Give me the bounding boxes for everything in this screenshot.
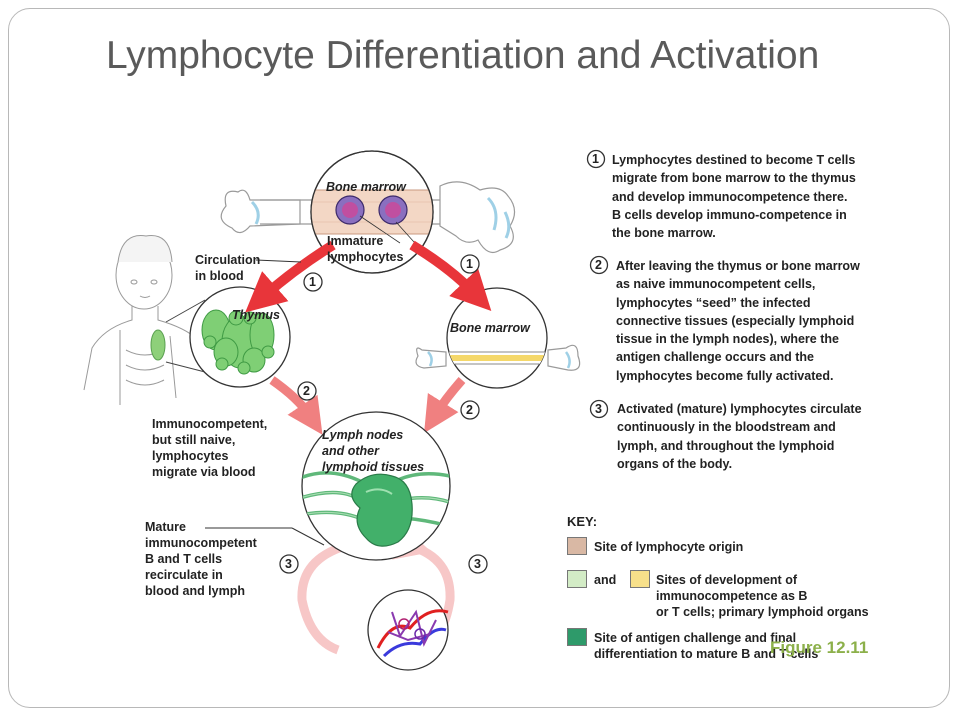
- bone-top-illustration: [220, 181, 516, 253]
- right-bone-marrow-circle: [446, 287, 548, 389]
- step-2-number: 2: [595, 258, 602, 272]
- step-number-2-left: 2: [303, 384, 310, 398]
- thymus-circle: [189, 286, 291, 388]
- circulation-leader: [255, 259, 302, 263]
- step-3-number: 3: [595, 402, 602, 416]
- step-2-description: After leaving the thymus or bone marrow …: [616, 259, 860, 383]
- key-swatch-yellow: [630, 570, 650, 588]
- label-immature-lymphocytes: Immature lymphocytes: [327, 234, 404, 264]
- arrow-marrow-to-lymph: [424, 377, 466, 434]
- label-circulation-in-blood: Circulation in blood: [195, 253, 261, 283]
- key-swatch-green: [567, 570, 587, 588]
- figure-label: Figure 12.11: [770, 638, 869, 657]
- arrow-to-thymus: [245, 240, 336, 313]
- lymph-node-circle: [301, 411, 451, 561]
- slide-title: Lymphocyte Differentiation and Activatio…: [106, 34, 820, 77]
- arrow-to-bone-marrow: [409, 240, 492, 312]
- key-swatch-antigen: [567, 628, 587, 646]
- label-bone-marrow-right: Bone marrow: [450, 321, 530, 335]
- arrow-thymus-to-lymph: [269, 376, 323, 435]
- bone-marrow-circle: [310, 150, 434, 274]
- capillary-circle: [367, 589, 449, 671]
- key-development-label: Sites of development of immunocompetence…: [656, 573, 869, 619]
- key-and-label: and: [594, 573, 617, 587]
- label-mature-immunocompetent: Mature immunocompetent B and T cells rec…: [145, 520, 257, 598]
- label-lymph-nodes: Lymph nodes and other lymphoid tissues: [322, 428, 425, 474]
- step-1-number: 1: [592, 152, 599, 166]
- step-number-3-right: 3: [474, 557, 481, 571]
- label-immunocompetent: Immunocompetent, but still naive, lympho…: [152, 417, 268, 479]
- key-antigen-label: Site of antigen challenge and final diff…: [594, 631, 819, 661]
- diagram-step-markers: [279, 254, 488, 574]
- step-number-3-left: 3: [285, 557, 292, 571]
- key-swatch-origin: [567, 537, 587, 555]
- step-1-description: Lymphocytes destined to become T cells m…: [612, 153, 856, 241]
- step-number-1-right: 1: [466, 257, 473, 271]
- right-bone-illustration: [415, 344, 581, 371]
- step-number-2-right: 2: [466, 403, 473, 417]
- label-bone-marrow-top: Bone marrow: [326, 180, 406, 194]
- key-heading: KEY:: [567, 514, 598, 529]
- label-thymus: Thymus: [232, 308, 280, 322]
- small-thymus-icon: [150, 329, 166, 361]
- step-number-1-left: 1: [309, 275, 316, 289]
- text-step-markers: [586, 149, 609, 419]
- human-figure-illustration: [83, 235, 199, 405]
- step-3-description: Activated (mature) lymphocytes circulate…: [617, 402, 862, 471]
- recirculation-left: [297, 541, 347, 655]
- key-origin-label: Site of lymphocyte origin: [594, 540, 744, 554]
